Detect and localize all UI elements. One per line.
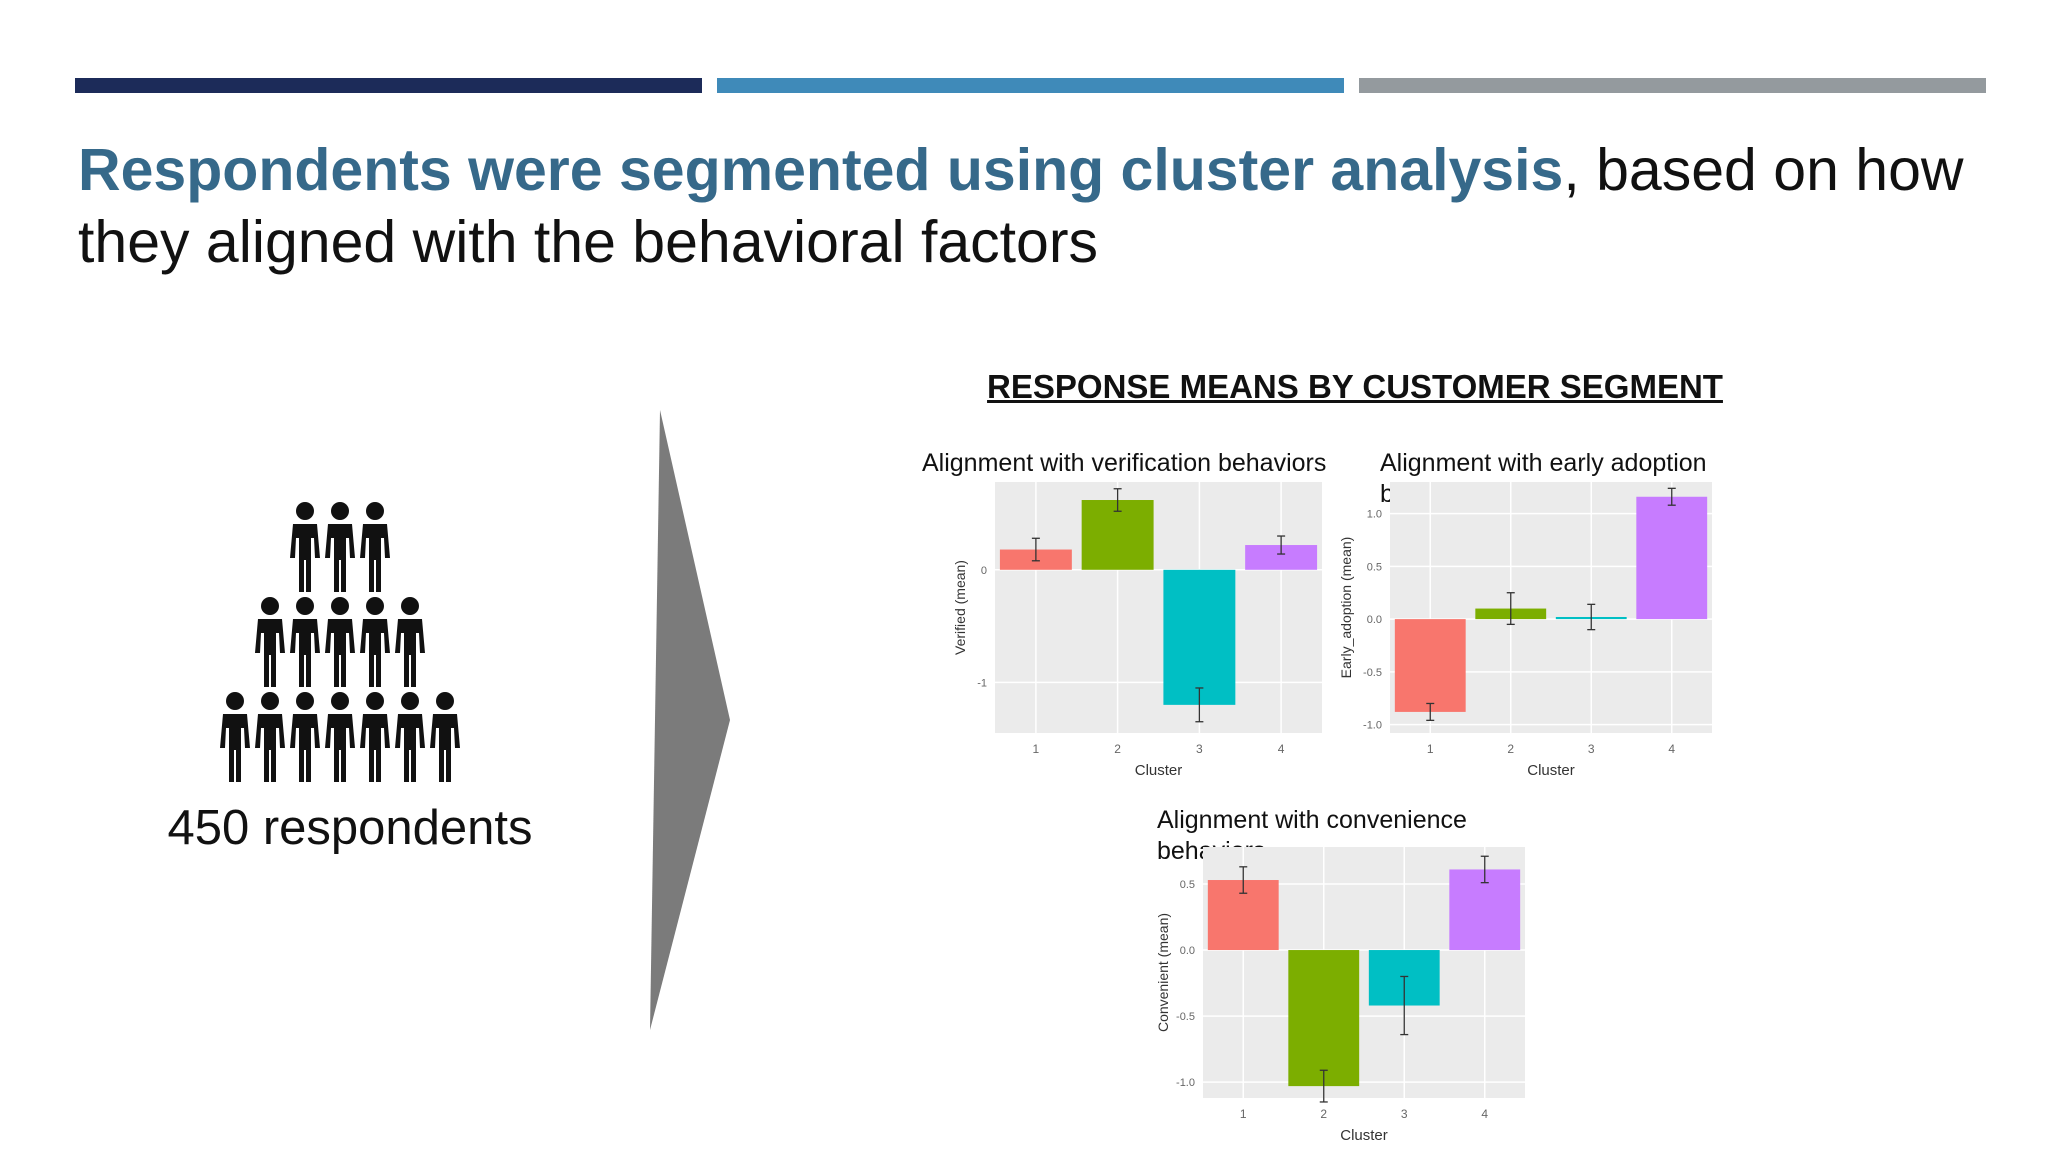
x-tick-label: 2 [1114,742,1121,756]
x-tick-label: 1 [1427,742,1434,756]
error-bar-cluster-4 [1480,855,1489,884]
y-tick-label: -0.5 [1176,1011,1195,1023]
person-icon [290,597,320,687]
chevron-arrow-icon [650,410,730,1030]
bar-cluster-1 [1394,619,1466,712]
error-bar-cluster-4 [1667,487,1676,506]
person-icon [395,597,425,687]
error-bar-cluster-3 [1195,687,1204,723]
y-axis-label: Early_adoption (mean) [1338,537,1354,679]
x-tick-label: 3 [1588,742,1595,756]
accent-bar-mid-blue [717,78,1344,93]
y-tick-label: 0.5 [1180,879,1195,891]
error-bar-cluster-2 [1113,488,1122,512]
y-axis-label: Convenient (mean) [1155,913,1171,1032]
accent-bar-dark-blue [75,78,702,93]
x-tick-label: 1 [1240,1107,1247,1121]
y-tick-label: -1.0 [1176,1077,1195,1089]
x-axis-label: Cluster [1340,1127,1388,1144]
plot-panel [995,482,1322,733]
y-tick-label: 0.0 [1180,945,1195,957]
person-icon [255,597,285,687]
respondents-count: 450 respondents [167,801,533,855]
x-tick-label: 3 [1196,742,1203,756]
error-bar-cluster-3 [1400,975,1409,1036]
people-pyramid-icon [220,502,460,782]
person-icon [360,692,390,782]
y-tick-label: 1.0 [1367,509,1382,521]
x-tick-label: 4 [1481,1107,1488,1121]
title-rest: , based on how they aligned with the beh… [78,137,1964,275]
error-bar-cluster-2 [1506,592,1515,626]
page-title: Respondents were segmented using cluster… [78,134,1978,278]
error-bar-cluster-3 [1587,603,1596,631]
y-axis-label: Verified (mean) [952,560,968,655]
x-tick-label: 1 [1033,742,1040,756]
error-bar-cluster-1 [1426,702,1435,721]
person-icon [220,692,250,782]
chart-verification-title: Alignment with verification behaviors [922,449,1327,477]
x-tick-label: 4 [1668,742,1675,756]
person-icon [360,597,390,687]
error-bar-cluster-4 [1277,535,1286,555]
person-icon [290,502,320,592]
bar-cluster-3 [1163,569,1236,705]
y-tick-label: -1 [977,677,987,689]
error-bar-cluster-2 [1319,1069,1328,1103]
accent-bar-gray [1359,78,1986,93]
x-tick-label: 3 [1401,1107,1408,1121]
person-icon [430,692,460,782]
person-icon [325,692,355,782]
person-icon [395,692,425,782]
error-bar-cluster-1 [1239,866,1248,894]
x-tick-label: 2 [1320,1107,1327,1121]
person-icon [325,502,355,592]
y-tick-label: 0.0 [1367,614,1382,626]
y-tick-label: -1.0 [1363,720,1382,732]
title-highlight: Respondents were segmented using cluster… [78,137,1564,203]
x-axis-label: Cluster [1135,762,1183,779]
y-tick-label: 0.5 [1367,561,1382,573]
x-axis-label: Cluster [1527,762,1575,779]
bar-cluster-2 [1288,950,1360,1087]
bar-cluster-4 [1636,496,1708,620]
y-tick-label: -0.5 [1363,667,1382,679]
chart-section-title: RESPONSE MEANS BY CUSTOMER SEGMENT [987,368,1723,405]
x-tick-label: 2 [1507,742,1514,756]
person-icon [255,692,285,782]
person-icon [360,502,390,592]
x-tick-label: 4 [1278,742,1285,756]
person-icon [290,692,320,782]
person-icon [325,597,355,687]
error-bar-cluster-1 [1031,537,1040,562]
y-tick-label: 0 [981,565,987,577]
